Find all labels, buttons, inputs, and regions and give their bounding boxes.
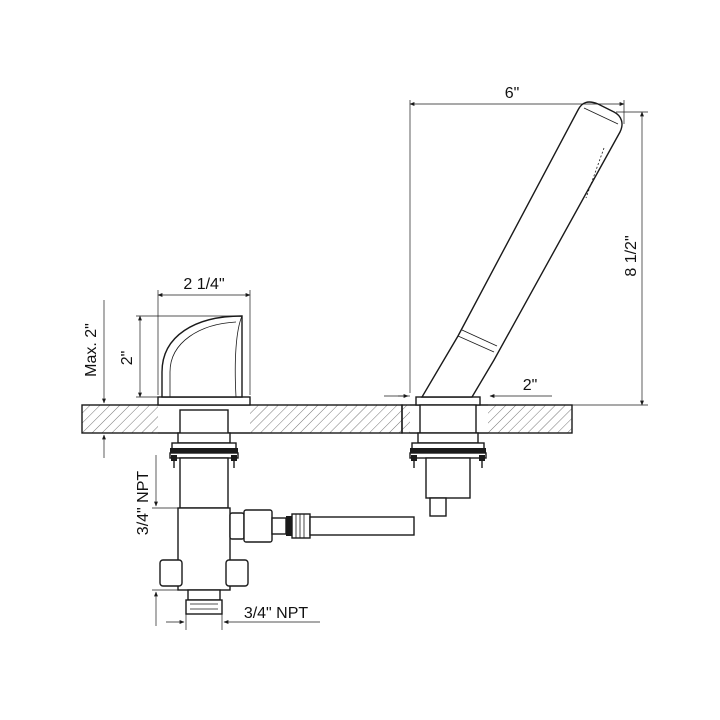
deck-section [81,404,573,434]
spout-valve-body [159,409,415,615]
dim-handshower-base-width: 2" [523,377,538,394]
dim-spout-height: 2" [119,351,136,366]
dim-spout-width: 2 1/4" [183,276,224,293]
dim-inlet-thread-bottom: 3/4" NPT [244,605,309,622]
dim-handshower-height: 8 1/2" [623,235,640,276]
handshower-wand [420,101,623,398]
tub-spout [157,315,251,406]
handshower-base [409,396,487,517]
dimension-lines [82,100,648,630]
dim-deck-max-thickness: Max. 2" [83,323,100,377]
dim-handshower-width: 6" [505,85,520,102]
dim-inlet-thread-side: 3/4" NPT [135,471,152,536]
